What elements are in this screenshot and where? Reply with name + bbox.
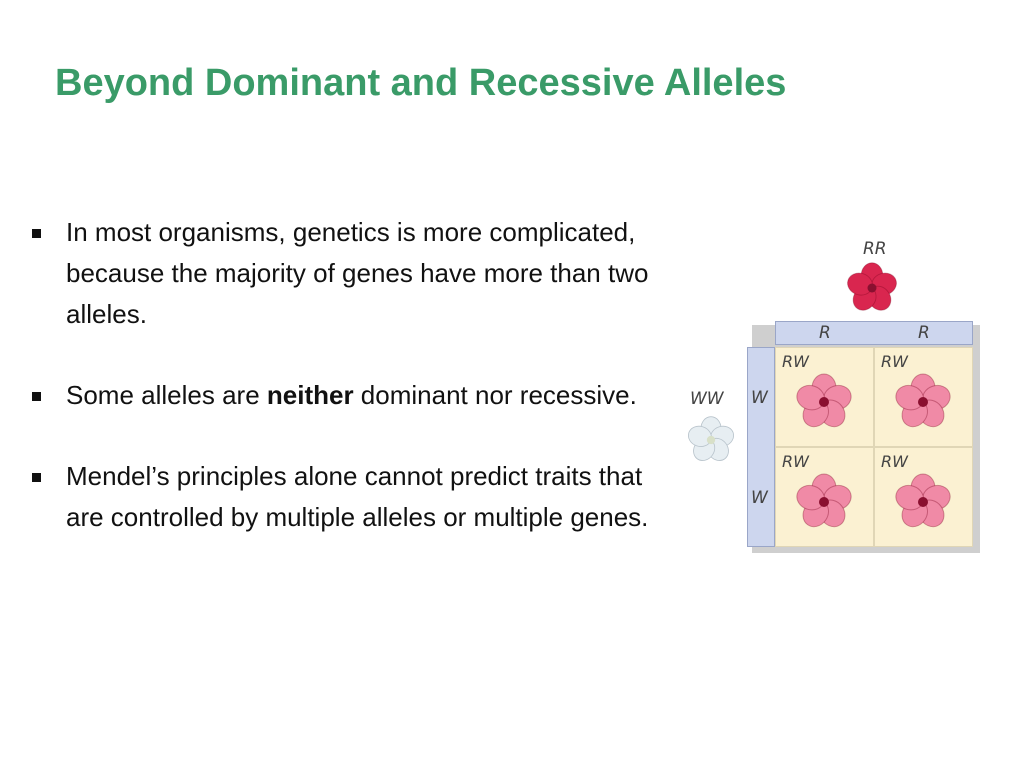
bullet-text: In most organisms, genetics is more comp… <box>66 217 649 329</box>
pink-flower-icon <box>895 473 951 528</box>
pink-flower-icon <box>895 373 951 428</box>
cell-genotype: RW <box>782 352 809 371</box>
parent-top-genotype: RR <box>863 239 887 259</box>
top-allele-header: R R <box>775 321 973 345</box>
pink-flower-icon <box>796 373 852 428</box>
slide-title: Beyond Dominant and Recessive Alleles <box>55 62 787 104</box>
top-allele-1: R <box>819 323 831 343</box>
square-bullet-icon <box>32 392 41 401</box>
cell-genotype: RW <box>881 352 908 371</box>
red-flower-icon <box>847 262 897 311</box>
bullet-list: In most organisms, genetics is more comp… <box>30 212 670 578</box>
bullet-item: Mendel’s principles alone cannot predict… <box>30 456 670 538</box>
bullet-text-bold: neither <box>266 380 354 410</box>
left-allele-header: W W <box>747 347 775 547</box>
flower-center <box>867 283 877 293</box>
punnett-cell: RW <box>874 347 973 447</box>
top-allele-2: R <box>918 323 930 343</box>
bullet-item: Some alleles are neither dominant nor re… <box>30 375 670 416</box>
cell-genotype: RW <box>782 452 809 471</box>
bullet-text-start: Some alleles are <box>66 380 267 410</box>
punnett-cell: RW <box>775 447 874 547</box>
flower-center <box>918 497 928 507</box>
left-allele-2: W <box>751 488 768 508</box>
flower-center <box>819 497 829 507</box>
punnett-cell: RW <box>775 347 874 447</box>
bullet-text-end: dominant nor recessive. <box>353 380 637 410</box>
left-allele-1: W <box>751 388 768 408</box>
flower-center <box>918 397 928 407</box>
pink-flower-icon <box>796 473 852 528</box>
cell-genotype: RW <box>881 452 908 471</box>
punnett-cell: RW <box>874 447 973 547</box>
bullet-item: In most organisms, genetics is more comp… <box>30 212 670 335</box>
parent-left-genotype: WW <box>690 389 724 409</box>
punnett-square-figure: RR WW R R W W RW RW RW RW <box>680 225 1000 565</box>
bullet-text: Mendel’s principles alone cannot predict… <box>66 461 649 532</box>
white-flower-icon <box>687 416 735 461</box>
flower-center <box>706 435 716 445</box>
flower-center <box>819 397 829 407</box>
square-bullet-icon <box>32 473 41 482</box>
square-bullet-icon <box>32 229 41 238</box>
